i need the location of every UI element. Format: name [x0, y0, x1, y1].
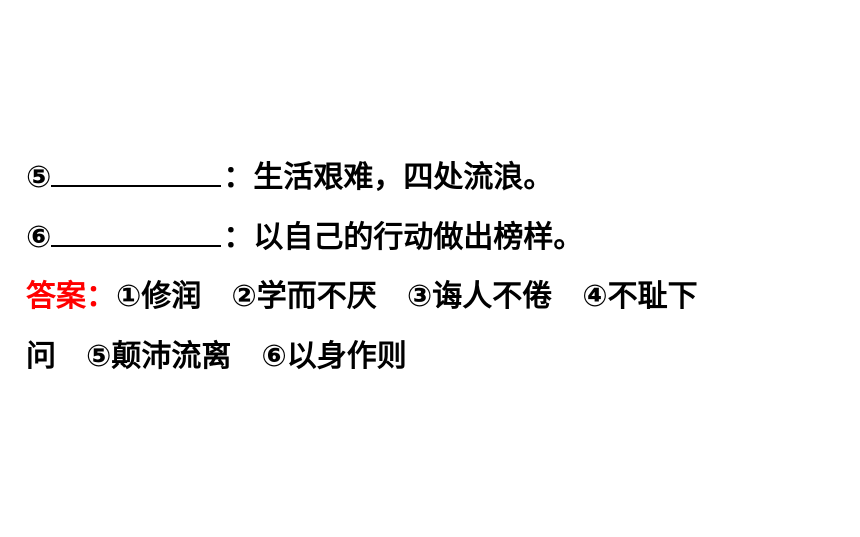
answer-item: ⑤颠沛流离	[86, 339, 232, 374]
answer-item: ①修润	[116, 279, 202, 314]
answer-blank	[51, 159, 222, 187]
answer-line-1: 答案：①修润 ②学而不厌 ③诲人不倦 ④不耻下	[26, 277, 698, 317]
answer-item: ⑥以身作则	[261, 339, 407, 374]
answer-blank	[51, 219, 222, 247]
question-number: ⑥	[26, 220, 52, 255]
question-5: ⑤ ：生活艰难，四处流浪。	[26, 158, 553, 198]
answer-item: ③诲人不倦	[406, 279, 553, 314]
answer-continuation: 问	[26, 339, 56, 374]
answer-label: 答案：	[26, 279, 116, 314]
answer-item: ④不耻下	[582, 279, 698, 314]
question-number: ⑤	[26, 160, 52, 195]
question-text: ：以自己的行动做出榜样。	[223, 220, 584, 255]
answer-item: ②学而不厌	[231, 279, 377, 314]
question-6: ⑥ ：以自己的行动做出榜样。	[26, 218, 583, 258]
question-text: ：生活艰难，四处流浪。	[223, 160, 554, 195]
answer-line-2: 问 ⑤颠沛流离 ⑥以身作则	[26, 337, 407, 377]
